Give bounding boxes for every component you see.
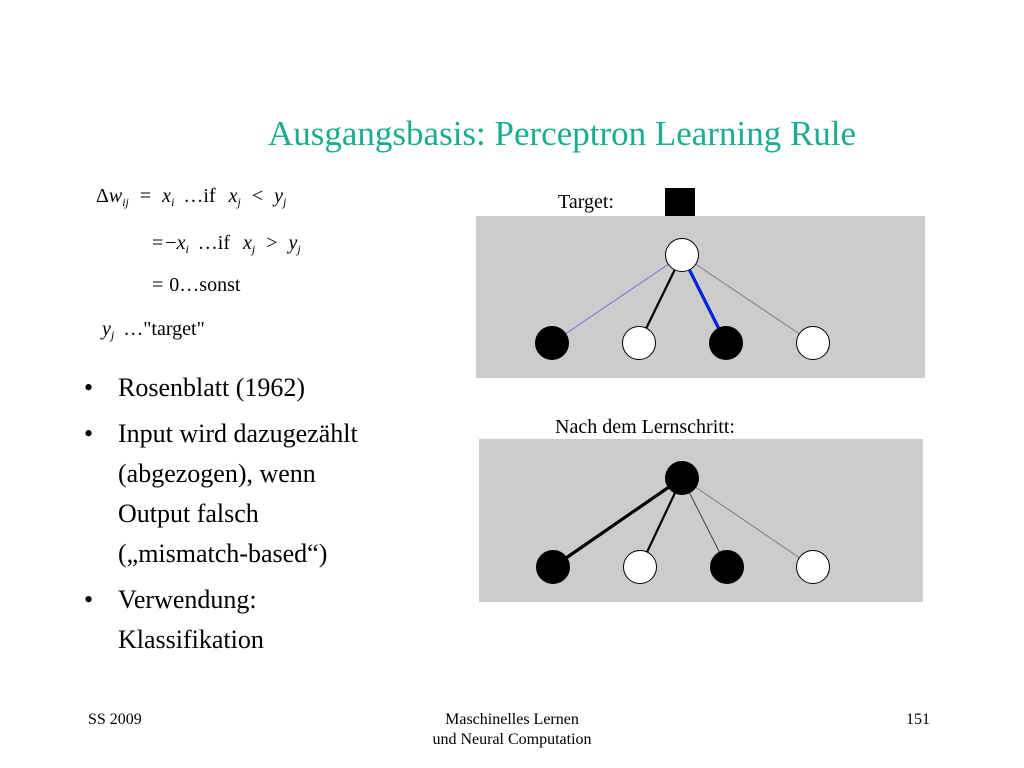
before-input-node-2 (622, 326, 656, 360)
bullet-marker: • (84, 373, 94, 402)
formula-line-2: =−xi …if xj > yj (152, 232, 301, 256)
before-connection-4 (681, 254, 814, 344)
after-output-node (665, 461, 699, 495)
network-diagram-before (535, 238, 830, 360)
network-panel-after (479, 439, 923, 602)
bullet-marker: • (84, 585, 94, 614)
bullet-item: • Rosenblatt (1962) (80, 368, 460, 408)
bullet-item: • Verwendung: Klassifikation (80, 580, 460, 660)
bullet-item: • Input wird dazugezählt (abgezogen), we… (80, 414, 460, 574)
target-square-icon (665, 188, 695, 217)
after-connection-4 (681, 477, 814, 568)
after-input-node-2 (623, 550, 657, 584)
after-input-node-1 (536, 550, 570, 584)
bullet-list: • Rosenblatt (1962) • Input wird dazugez… (80, 368, 460, 666)
formula-line-1: Δwij = xi …if xj < yj (96, 185, 287, 209)
network-diagram-after (536, 461, 830, 584)
after-input-node-4 (796, 550, 830, 584)
before-output-node (665, 238, 699, 272)
formula-line-3: =0…sonst (152, 274, 241, 296)
footer-left: SS 2009 (88, 711, 142, 728)
footer-page-number: 151 (906, 711, 930, 728)
before-connection-1 (551, 254, 683, 344)
network-panel-before (476, 216, 925, 378)
slide-title: Ausgangsbasis: Perceptron Learning Rule (268, 114, 857, 153)
after-step-label: Nach dem Lernschritt: (555, 416, 735, 438)
before-input-node-3 (709, 326, 743, 360)
after-input-node-3 (710, 550, 744, 584)
target-label: Target: (558, 191, 614, 213)
before-input-node-1 (535, 326, 569, 360)
after-connection-1 (552, 476, 683, 569)
formula-line-4: yj …"target" (102, 318, 205, 342)
footer-center: Maschinelles Lernen und Neural Computati… (432, 711, 592, 748)
before-input-node-4 (796, 326, 830, 360)
bullet-marker: • (84, 419, 94, 448)
